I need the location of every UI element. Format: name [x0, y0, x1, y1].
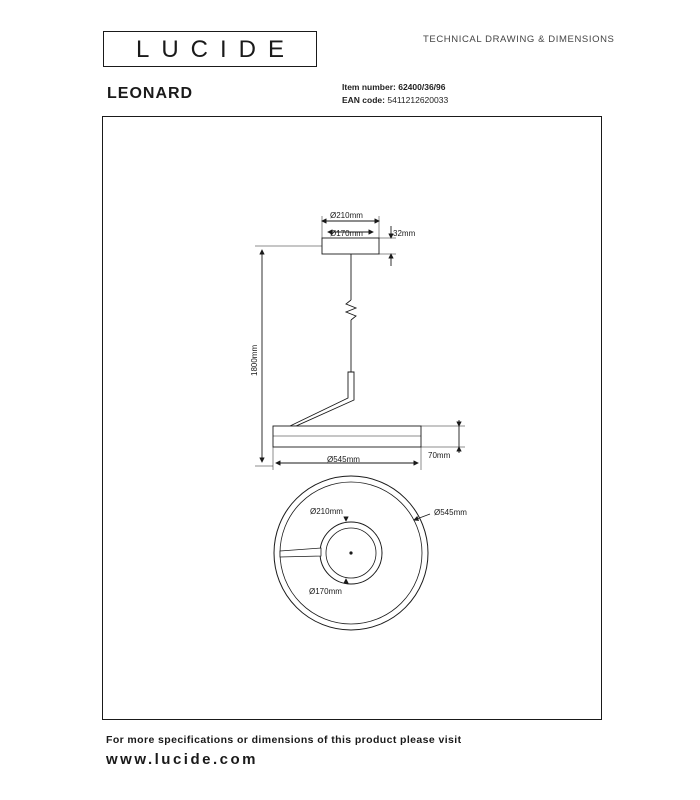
footer-note: For more specifications or dimensions of… [106, 734, 462, 746]
total-height-label: 1800mm [250, 345, 259, 376]
item-number-label: Item number: [342, 82, 396, 92]
ring-side [272, 425, 422, 448]
side-view [255, 216, 465, 470]
ring-diameter-label: Ø545mm [327, 455, 360, 464]
canopy-inner-circle [325, 527, 377, 579]
cable-point [349, 551, 353, 555]
canopy-inner-label: Ø170mm [330, 229, 363, 238]
top-canopy-inner-label: Ø170mm [309, 587, 342, 596]
cable-break [344, 299, 358, 321]
top-ring-arrow [413, 513, 431, 521]
ean-line: EAN code: 5411212620033 [342, 95, 448, 105]
side-view-labels: Ø210mm Ø170mm 32mm 1800mm Ø545mm 70mm [250, 211, 451, 464]
item-number-line: Item number: 62400/36/96 [342, 82, 446, 92]
top-canopy-outer-label: Ø210mm [310, 507, 343, 516]
arm-top [279, 547, 322, 558]
top-view [273, 475, 431, 631]
canopy-side [321, 237, 380, 255]
brand-logo: LUCIDE [103, 31, 317, 67]
ean-value: 5411212620033 [387, 95, 449, 105]
product-name: LEONARD [107, 85, 194, 102]
ean-label: EAN code: [342, 95, 385, 105]
canopy-outer-label: Ø210mm [330, 211, 363, 220]
ring-outer-circle [273, 475, 429, 631]
website-link[interactable]: www.lucide.com [106, 751, 258, 768]
brand-logo-text: LUCIDE [135, 36, 297, 63]
document-type: TECHNICAL DRAWING & DIMENSIONS [423, 34, 615, 45]
drawing-frame [102, 116, 602, 720]
arm-side [289, 371, 355, 427]
item-number-value: 62400/36/96 [398, 82, 446, 92]
canopy-height-label: 32mm [393, 229, 416, 238]
top-view-labels: Ø210mm Ø545mm Ø170mm [309, 507, 467, 596]
top-ring-diameter-label: Ø545mm [434, 508, 467, 517]
ring-height-label: 70mm [428, 451, 451, 460]
